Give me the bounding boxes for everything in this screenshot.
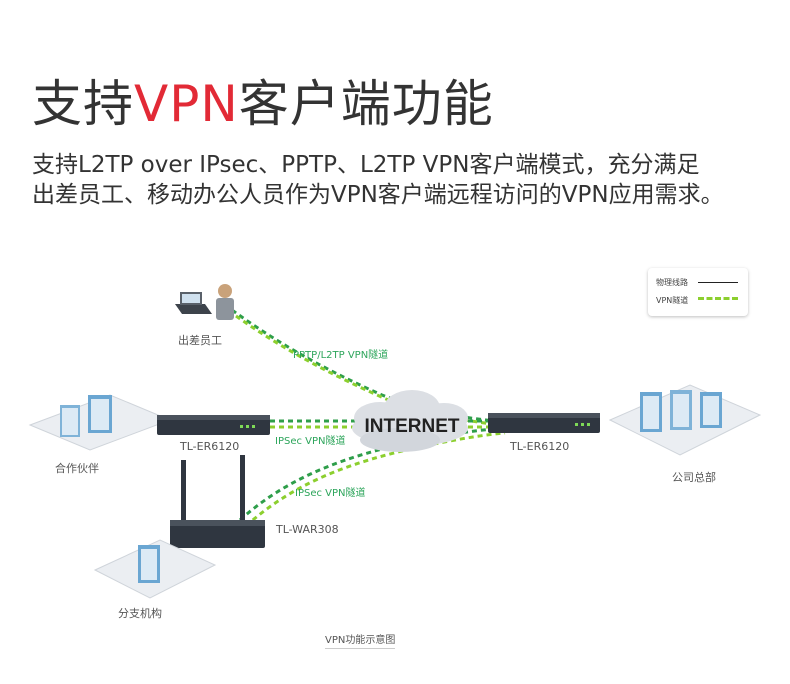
internet-label: INTERNET [365,416,460,437]
title-accent: VPN [134,75,239,133]
wireless-router-icon [170,455,265,548]
router-left-icon [157,415,270,435]
wireless-router-label: TL-WAR308 [276,523,339,536]
legend-vpn-swatch [698,297,738,300]
legend: 物理线路 VPN隧道 [648,268,748,316]
headquarters-label: 公司总部 [672,471,716,484]
legend-physical-swatch [698,282,738,283]
page-subtitle: 支持L2TP over IPsec、PPTP、L2TP VPN客户端模式，充分满… [32,150,724,210]
traveler-icon [175,284,234,320]
page-title: 支持VPN客户端功能 [32,74,494,134]
headquarters-building-icon [608,384,762,456]
subtitle-line-2: 出差员工、移动办公人员作为VPN客户端远程访问的VPN应用需求。 [32,182,724,208]
legend-vpn-label: VPN隧道 [656,296,689,305]
branch-label: 分支机构 [118,607,162,620]
subtitle-line-1: 支持L2TP over IPsec、PPTP、L2TP VPN客户端模式，充分满… [32,152,700,178]
internet-cloud [352,390,468,452]
title-suffix: 客户端功能 [238,75,494,133]
title-prefix: 支持 [32,75,134,133]
traveler-label: 出差员工 [178,334,222,347]
partner-label: 合作伙伴 [55,462,99,475]
branch-vpn-tunnel [238,426,506,528]
traveler-tunnel-label: PPTP/L2TP VPN隧道 [293,350,389,361]
branch-building-icon [93,539,217,599]
legend-physical-label: 物理线路 [656,278,688,287]
partner-tunnel-label: IPSec VPN隧道 [275,436,346,447]
router-left-label: TL-ER6120 [180,440,240,453]
branch-tunnel-label: IPSec VPN隧道 [295,488,366,499]
router-right-icon [488,413,600,433]
partner-building-icon [28,394,172,451]
router-right-label: TL-ER6120 [510,440,570,453]
diagram-caption: VPN功能示意图 [325,631,396,649]
